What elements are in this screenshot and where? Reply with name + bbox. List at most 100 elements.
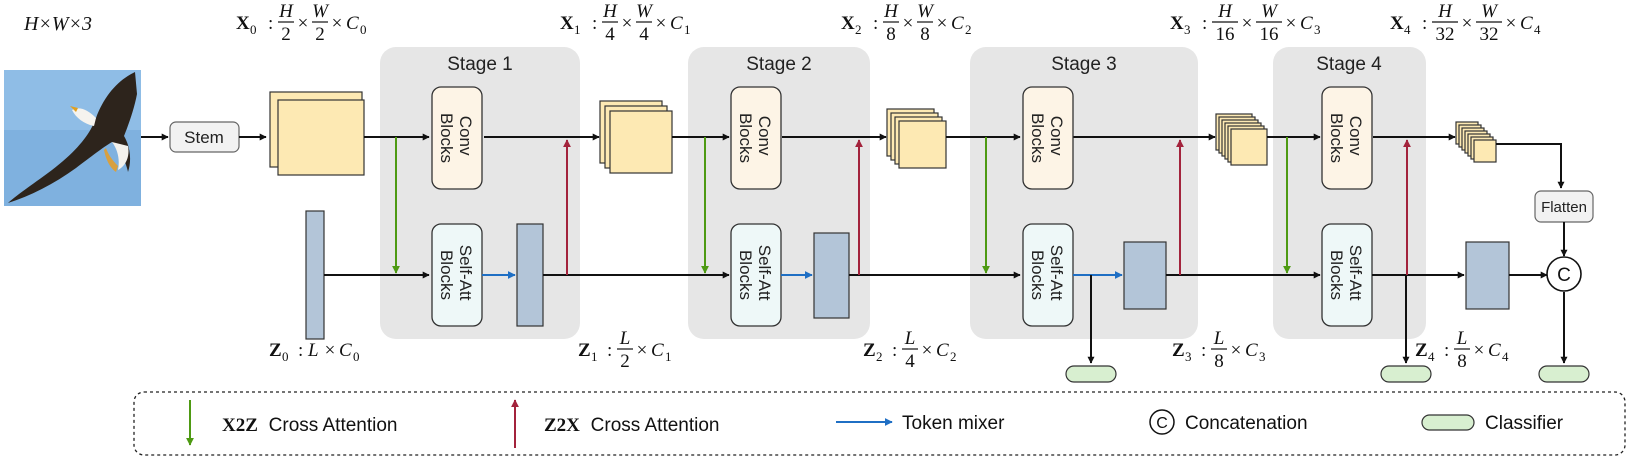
token-label-z1-csub: 1 <box>665 349 672 364</box>
svg-text:Conv Blocks: Conv Blocks <box>437 113 475 163</box>
feature-label-x4-c: C <box>1520 13 1533 34</box>
token-label-z3-colon: : <box>1201 340 1206 361</box>
svg-text:Conv Blocks: Conv Blocks <box>1028 113 1066 163</box>
legend-x2z-text: Cross Attention <box>269 415 398 436</box>
token-label-z0-name: Z <box>269 340 282 361</box>
token-label-z2-c: C <box>936 340 949 361</box>
att-line-1: Self-Att <box>1047 245 1066 301</box>
token-label-z1-c: C <box>651 340 664 361</box>
att-line-2: Blocks <box>1028 250 1047 300</box>
feature-label-x4-csub: 4 <box>1534 22 1541 37</box>
legend-z2x: Z2X Cross Attention <box>544 415 720 436</box>
svg-text:Self-Att Blocks: Self-Att Blocks <box>1028 245 1066 305</box>
token-label-z1-sub: 1 <box>591 349 598 364</box>
token-label-z4-l-den: 8 <box>1457 351 1467 372</box>
feature-label-x0-sub: 0 <box>250 22 257 37</box>
legend-concatenation: Concatenation <box>1185 413 1308 434</box>
feature-label-x4-h-den: 32 <box>1436 24 1455 45</box>
token-bar-z3 <box>1123 241 1167 310</box>
concat-icon: C <box>1149 409 1175 435</box>
token-label-z2-sub: 2 <box>876 349 883 364</box>
feature-label-x3-times-2: × <box>1286 13 1297 34</box>
feature-label-x3-times-1: × <box>1242 13 1253 34</box>
token-label-z4-sub: 4 <box>1428 349 1435 364</box>
token-bar-z4 <box>1465 241 1510 310</box>
legend-x2z-symbol: X2Z <box>222 415 258 436</box>
feature-map-x3 <box>1215 113 1268 166</box>
feature-label-x1-w-den: 4 <box>639 24 649 45</box>
token-label-z4-name: Z <box>1415 340 1428 361</box>
conv-block-stage-3: Conv Blocks <box>1022 86 1074 190</box>
feature-label-x1-colon: : <box>592 13 597 34</box>
feature-label-x0-times-1: × <box>298 13 309 34</box>
feature-label-x0-h-den: 2 <box>281 24 291 45</box>
att-line-1: Self-Att <box>456 245 475 301</box>
legend-concat-symbol: C <box>1156 415 1168 432</box>
feature-label-x3-h-num: H <box>1217 1 1233 22</box>
feature-label-x4-colon: : <box>1422 13 1427 34</box>
classifier-final <box>1538 365 1590 383</box>
feature-label-x0-c: C <box>346 13 359 34</box>
arrow-icon <box>1496 143 1565 189</box>
self-att-block-stage-1: Self-Att Blocks <box>431 223 483 327</box>
feature-label-x4-times-2: × <box>1506 13 1517 34</box>
token-label-z3-csub: 3 <box>1259 349 1266 364</box>
att-line-1: Self-Att <box>755 245 774 301</box>
feature-label-x1-times-1: × <box>622 13 633 34</box>
feature-label-x0-h-num: H <box>278 1 294 22</box>
token-label-z3-name: Z <box>1172 340 1185 361</box>
token-label-z0-sub: 0 <box>282 349 289 364</box>
classifier-swatch <box>1421 414 1475 431</box>
feature-label-x1-times-2: × <box>656 13 667 34</box>
conv-line-2: Blocks <box>1028 113 1047 163</box>
token-bar-z1 <box>516 223 544 327</box>
feature-label-x3-w-den: 16 <box>1260 24 1279 45</box>
att-line-2: Blocks <box>736 250 755 300</box>
conv-block-stage-1: Conv Blocks <box>431 86 483 190</box>
feature-label-x0-w-den: 2 <box>315 24 325 45</box>
token-bar-z2 <box>813 232 850 319</box>
feature-label-x1-h-den: 4 <box>605 24 615 45</box>
legend-z2x-text: Cross Attention <box>591 415 720 436</box>
legend-box <box>133 391 1626 456</box>
token-label-z1-colon: : <box>607 340 612 361</box>
conv-line-2: Blocks <box>437 113 456 163</box>
token-bar-z0 <box>305 210 325 340</box>
feature-label-x3-csub: 3 <box>1314 22 1321 37</box>
feature-label-x2-w-num: W <box>917 1 935 22</box>
token-label-z2-times: × <box>922 340 933 361</box>
token-label-z2-l-den: 4 <box>905 351 915 372</box>
feature-map-x1 <box>599 100 673 174</box>
token-label-z1-l-num: L <box>619 328 631 349</box>
token-label-z1-times: × <box>637 340 648 361</box>
feature-label-x3-sub: 3 <box>1184 22 1191 37</box>
att-line-2: Blocks <box>437 250 456 300</box>
token-label-z3-c: C <box>1245 340 1258 361</box>
token-label-z4-times: × <box>1474 340 1485 361</box>
feature-label-x4-w-num: W <box>1481 1 1499 22</box>
concat-icon: C <box>1546 256 1582 292</box>
stem-label: Stem <box>184 128 224 147</box>
flatten-block: Flatten <box>1534 190 1594 223</box>
stage-4-label: Stage 4 <box>1316 54 1382 75</box>
classifier-stage-4 <box>1380 365 1432 383</box>
legend-token-mixer: Token mixer <box>902 413 1005 434</box>
stage-3-label: Stage 3 <box>1051 54 1117 75</box>
conv-line-1: Conv <box>456 116 475 156</box>
feature-label-x2-times-1: × <box>903 13 914 34</box>
token-label-z3-l-num: L <box>1213 328 1225 349</box>
legend-classifier: Classifier <box>1485 413 1564 434</box>
feature-map-x2 <box>886 108 947 169</box>
svg-text:Conv Blocks: Conv Blocks <box>1327 113 1365 163</box>
feature-label-x2-sub: 2 <box>855 22 862 37</box>
legend-z2x-symbol: Z2X <box>544 415 580 436</box>
